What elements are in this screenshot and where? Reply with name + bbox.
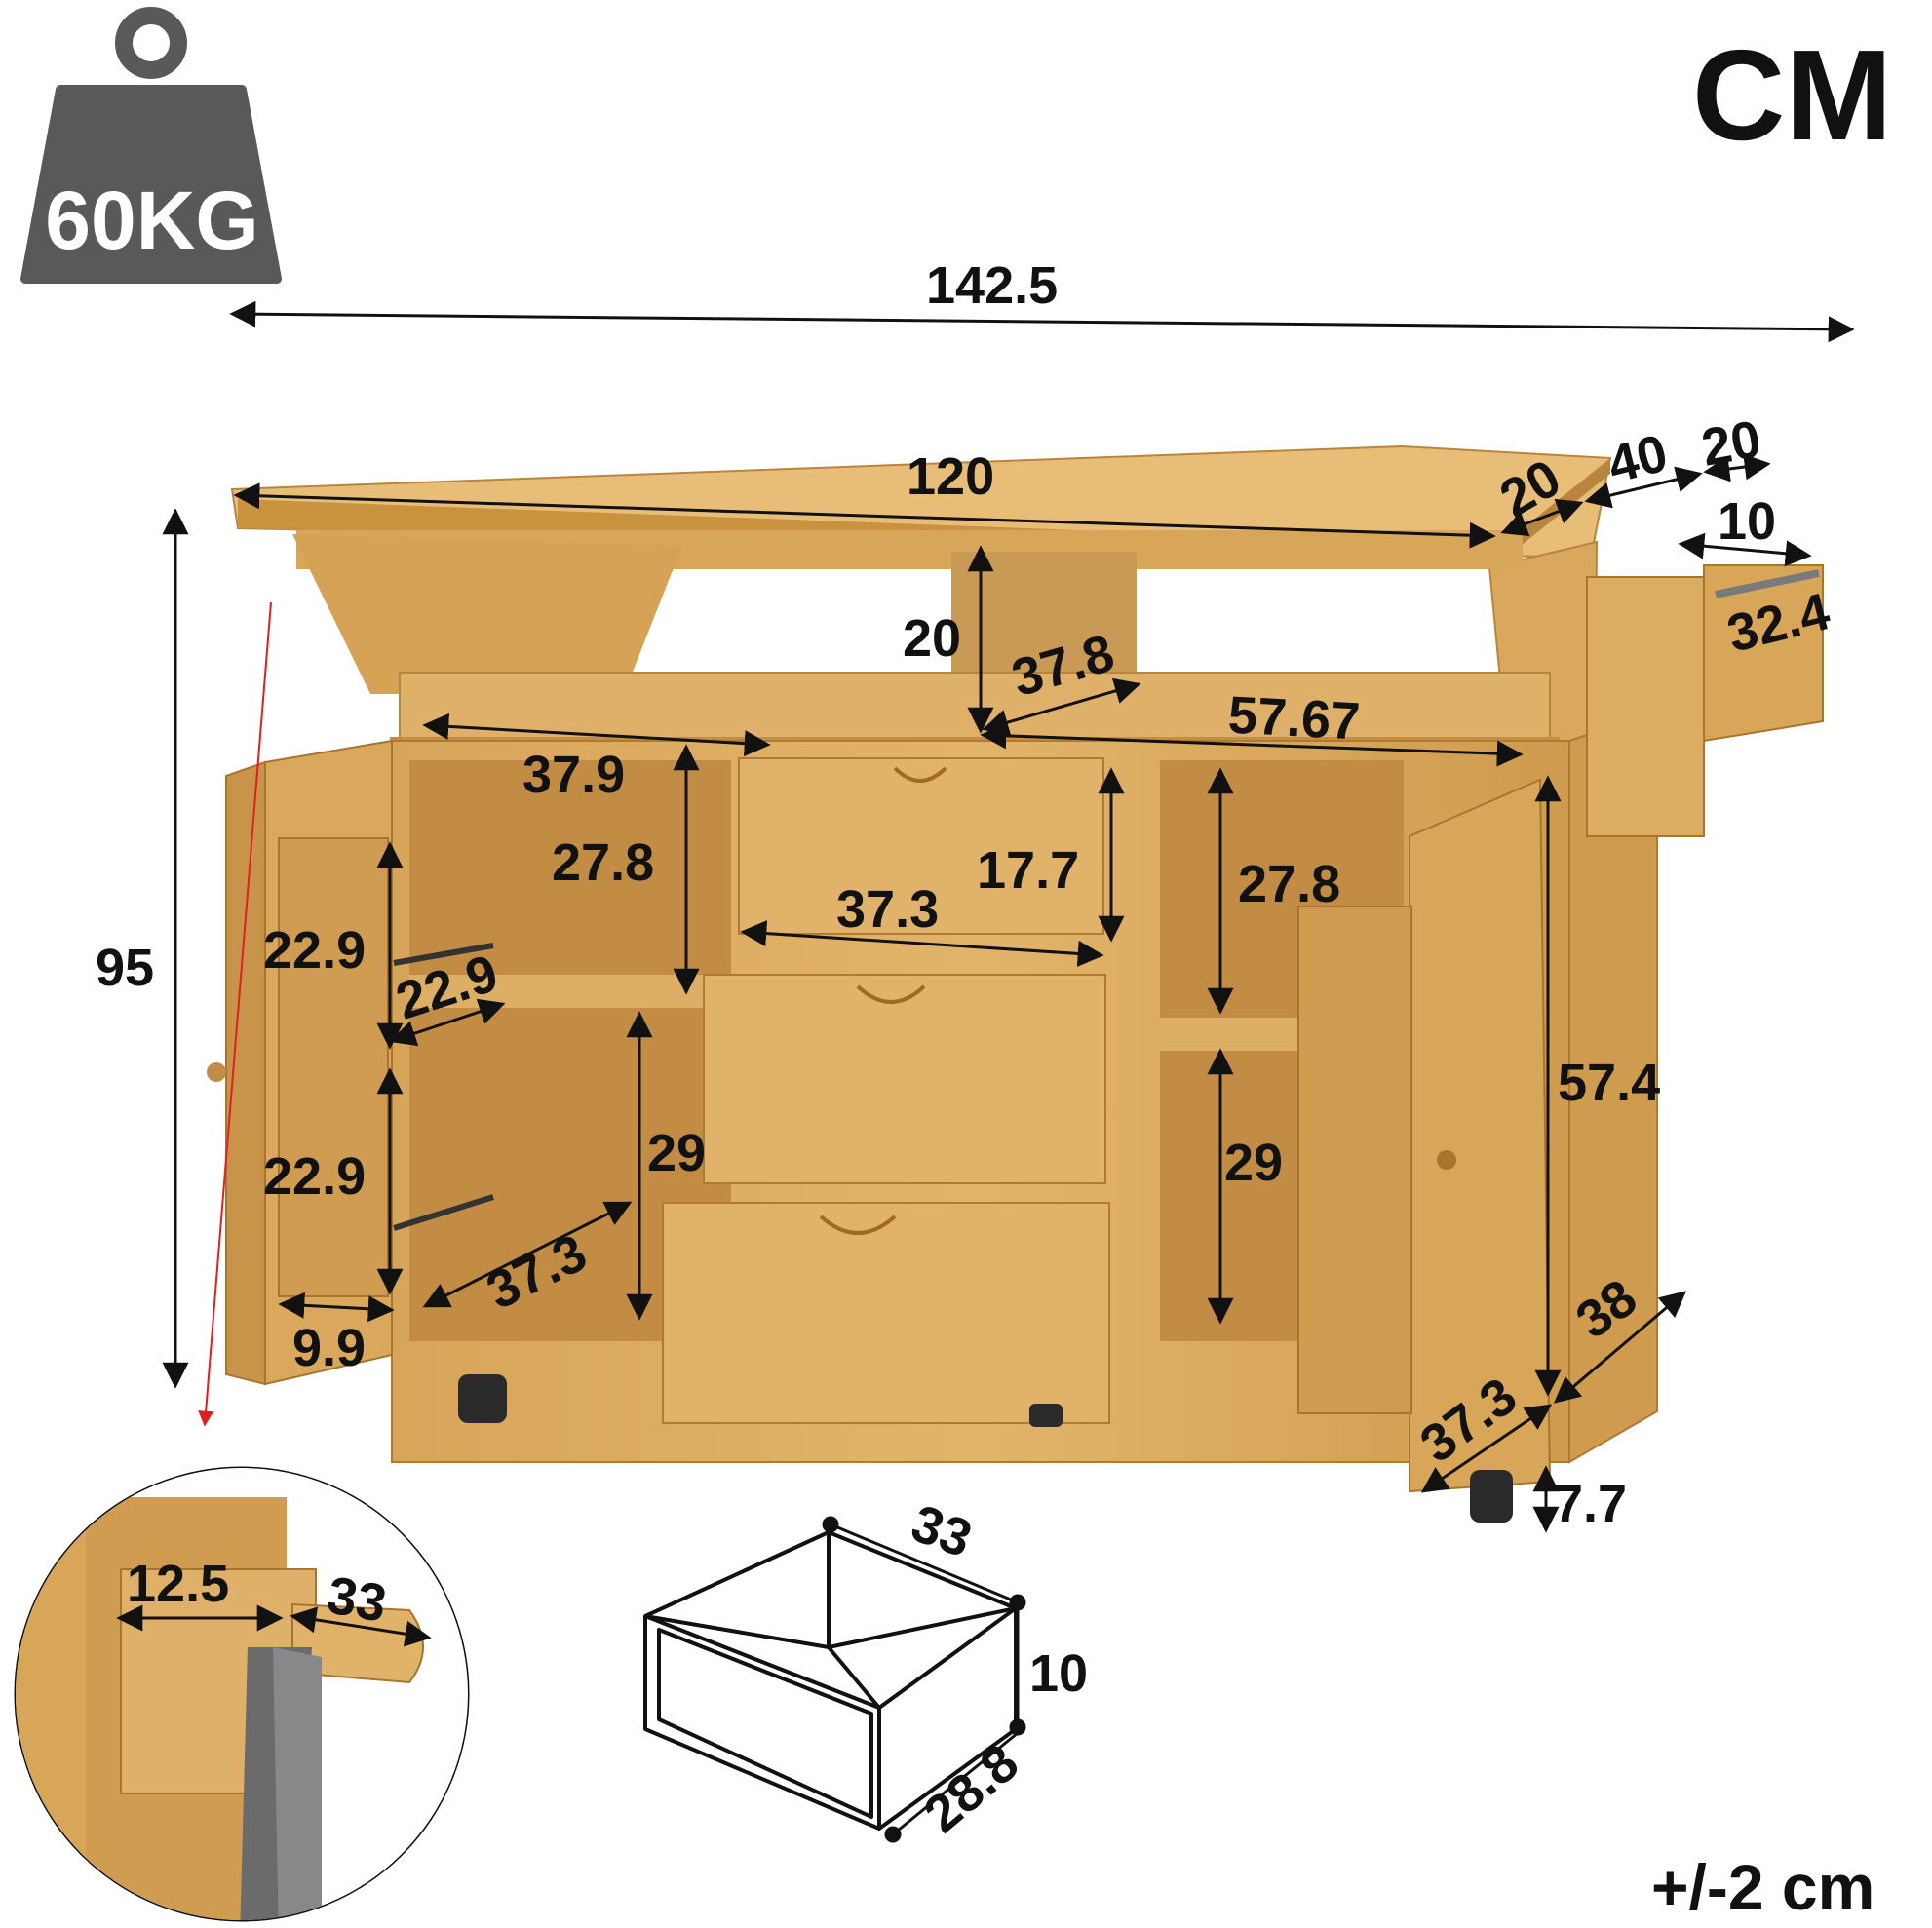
dim-left-lower-height: 29: [647, 1124, 707, 1182]
dim-open-shelf-height: 20: [903, 609, 962, 668]
drawer: [662, 1202, 1110, 1424]
dim-door-rack-upper: 22.9: [263, 921, 367, 980]
weight-capacity-label: 60KG: [45, 174, 259, 266]
unit-label: CM: [1692, 23, 1893, 167]
dim-door-rack-lower: 22.9: [263, 1147, 367, 1206]
box-dimension-lines: [822, 1516, 1026, 1843]
dim-left-cabinet-width: 37.9: [522, 746, 626, 804]
drawer: [703, 974, 1106, 1184]
drawer: [738, 757, 1104, 935]
caster-wheel: [1470, 1470, 1513, 1523]
right-door: [1297, 778, 1552, 1493]
dim-open-shelf-width: 57.67: [1226, 685, 1362, 752]
caster-wheel: [458, 1374, 507, 1423]
side-rack: [1586, 564, 1824, 837]
dim-top-width: 120: [907, 447, 995, 506]
dim-overall-width: 142.5: [926, 256, 1059, 315]
dim-drawer-width: 37.3: [836, 880, 940, 939]
dim-wheel-height: 7.7: [1554, 1475, 1628, 1533]
dim-right-upper-height: 27.8: [1238, 855, 1341, 913]
dim-left-upper-height: 27.8: [552, 833, 655, 892]
detail-guide-line: [198, 601, 272, 1427]
dim-leaf-right: 20: [1697, 409, 1765, 478]
dim-towel-bar-width: 12.5: [127, 1555, 230, 1613]
dim-door-rack-width: 9.9: [292, 1319, 367, 1377]
dim-rack-depth: 10: [1718, 492, 1777, 551]
tolerance-label: +/-2 cm: [1651, 1851, 1875, 1923]
dim-drawer-height: 17.7: [977, 841, 1080, 900]
dimension-lines: [116, 300, 1855, 1647]
dim-towel-bar-length: 33: [323, 1565, 391, 1634]
towel-bar-detail: [14, 1466, 470, 1922]
dim-height: 95: [96, 939, 155, 997]
dim-right-height: 57.4: [1558, 1054, 1661, 1112]
dim-box-height: 10: [1029, 1644, 1089, 1703]
caster-wheel: [1029, 1404, 1063, 1427]
weight-icon: [20, 7, 282, 284]
dim-leaf-mid: 40: [1602, 423, 1674, 495]
left-door: [207, 739, 494, 1386]
dim-right-lower-height: 29: [1224, 1134, 1284, 1192]
